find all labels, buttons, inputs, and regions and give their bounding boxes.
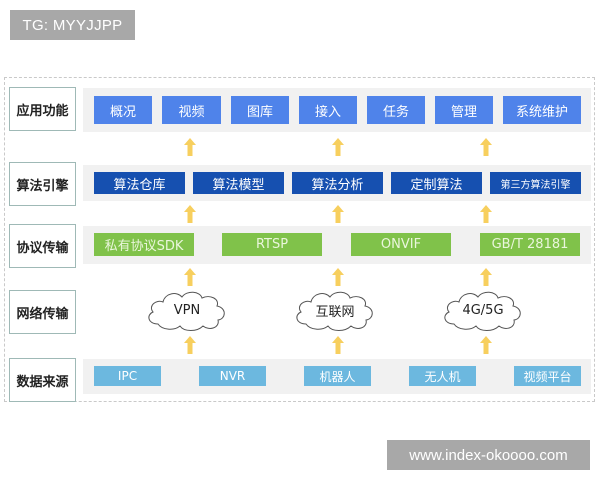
protocol-item-gbt28181: GB/T 28181 xyxy=(480,233,580,256)
up-arrow-icon xyxy=(480,205,492,223)
app-item-maintenance: 系统维护 xyxy=(503,96,581,124)
layer-label-source: 数据来源 xyxy=(9,358,76,402)
up-arrow-icon xyxy=(480,336,492,354)
algo-item-analysis: 算法分析 xyxy=(292,172,383,194)
layer-label-network: 网络传输 xyxy=(9,290,76,334)
algo-item-third-party: 第三方算法引擎 xyxy=(490,172,581,194)
app-item-video: 视频 xyxy=(162,96,221,124)
algo-item-model: 算法模型 xyxy=(193,172,284,194)
protocol-item-onvif: ONVIF xyxy=(351,233,451,256)
algo-item-custom: 定制算法 xyxy=(391,172,482,194)
up-arrow-icon xyxy=(480,138,492,156)
app-item-gallery: 图库 xyxy=(231,96,289,124)
up-arrow-icon xyxy=(332,268,344,286)
source-item-video-platform: 视频平台 xyxy=(514,366,581,386)
source-item-robot: 机器人 xyxy=(304,366,371,386)
algo-item-repository: 算法仓库 xyxy=(94,172,185,194)
up-arrow-icon xyxy=(184,336,196,354)
app-item-overview: 概况 xyxy=(94,96,152,124)
network-item-4g5g: 4G/5G xyxy=(462,302,504,318)
layer-label-protocol: 协议传输 xyxy=(9,224,76,268)
up-arrow-icon xyxy=(480,268,492,286)
network-item-internet: 互联网 xyxy=(315,304,355,320)
cloud-icon-mobile xyxy=(444,291,521,331)
cloud-icon-vpn xyxy=(148,291,225,331)
network-item-vpn: VPN xyxy=(173,302,201,318)
architecture-frame xyxy=(4,77,595,402)
up-arrow-icon xyxy=(332,138,344,156)
source-item-ipc: IPC xyxy=(94,366,161,386)
app-item-management: 管理 xyxy=(435,96,493,124)
watermark-top: TG: MYYJJPP xyxy=(10,10,135,40)
protocol-item-rtsp: RTSP xyxy=(222,233,322,256)
up-arrow-icon xyxy=(184,138,196,156)
layer-label-application: 应用功能 xyxy=(9,87,76,131)
up-arrow-icon xyxy=(332,205,344,223)
app-item-task: 任务 xyxy=(367,96,425,124)
up-arrow-icon xyxy=(332,336,344,354)
protocol-item-sdk: 私有协议SDK xyxy=(94,233,194,256)
up-arrow-icon xyxy=(184,268,196,286)
watermark-bottom: www.index-okoooo.com xyxy=(387,440,590,470)
source-item-drone: 无人机 xyxy=(409,366,476,386)
source-item-nvr: NVR xyxy=(199,366,266,386)
layer-label-algorithm: 算法引擎 xyxy=(9,162,76,206)
cloud-icon-internet xyxy=(296,291,373,331)
app-item-access: 接入 xyxy=(299,96,357,124)
up-arrow-icon xyxy=(184,205,196,223)
